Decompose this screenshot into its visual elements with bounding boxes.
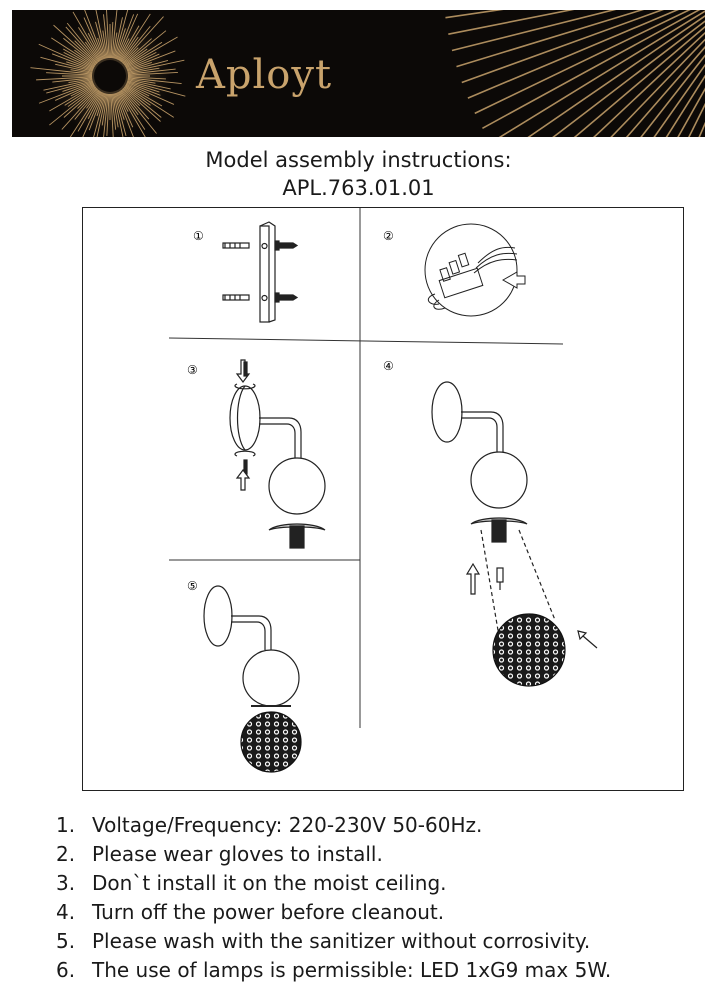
step-1-label: ① [193,229,204,243]
sconce-fixing-icon [229,359,326,549]
list-item: 5.Please wash with the sanitizer without… [56,929,591,953]
step-4-label: ④ [383,359,394,373]
bracket-with-screws-icon [222,221,299,323]
step-2-label: ② [383,229,394,243]
step-5-label: ⑤ [187,579,198,593]
safety-notes-list: 1.Voltage/Frequency: 220-230V 50-60Hz. 2… [56,811,611,985]
terminal-block-icon [424,223,526,317]
list-item: 1.Voltage/Frequency: 220-230V 50-60Hz. [56,813,483,837]
list-item: 3.Don`t install it on the moist ceiling. [56,871,447,895]
assembly-diagram: ① ② ③ ④ ⑤ [82,207,684,791]
list-item: 4.Turn off the power before cleanout. [56,900,445,924]
brand-banner: Aployt [12,10,705,137]
page-title: Model assembly instructions: [205,148,512,172]
model-number: APL.763.01.01 [282,176,435,200]
assembly-diagram-drawing: ① ② ③ ④ ⑤ [168,208,598,773]
brand-logo-text: Aployt [196,52,333,98]
lamp-installation-icon [431,381,598,687]
assembled-sconce-icon [203,585,302,773]
sunburst-logo-icon [30,10,705,137]
list-item: 6.The use of lamps is permissible: LED 1… [56,958,612,982]
step-3-label: ③ [187,363,198,377]
list-item: 2.Please wear gloves to install. [56,842,383,866]
